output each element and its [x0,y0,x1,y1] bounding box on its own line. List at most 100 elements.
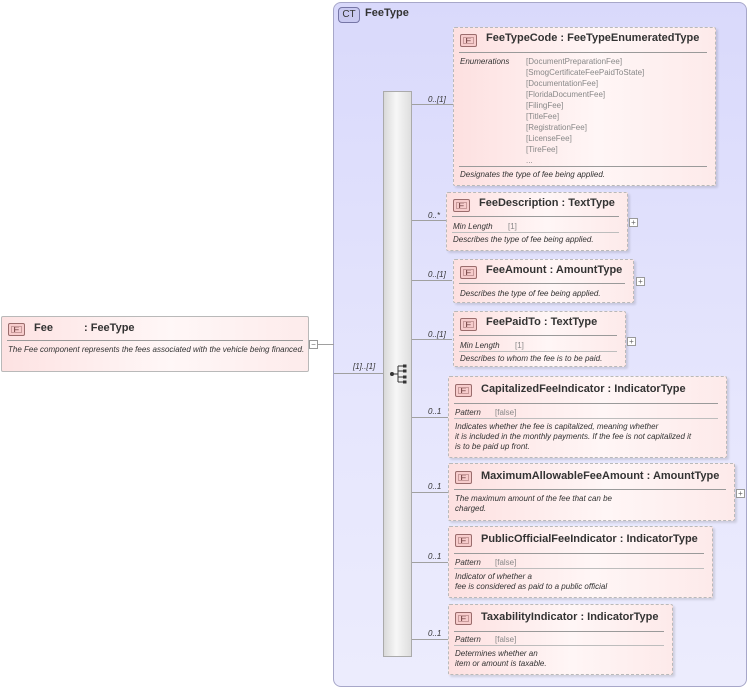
enumeration-value: [FilingFee] [526,101,564,110]
separator [454,631,664,632]
facet-value: [false] [495,408,517,417]
facet-label: Pattern [455,635,481,644]
separator [459,351,617,352]
element-name: PublicOfficialFeeIndicator : IndicatorTy… [481,533,698,545]
enumeration-value: [DocumentationFee] [526,79,599,88]
element-name: MaximumAllowableFeeAmount : AmountType [481,470,720,482]
element-badge: E [453,199,470,212]
expand-toggle[interactable]: + [629,218,638,227]
connector-line [412,492,448,493]
element-feedescription[interactable]: E FeeDescription : TextType Min Length [… [446,192,628,251]
connector-line [318,344,334,345]
enumeration-value: [SmogCertificateFeePaidToState] [526,68,645,77]
separator [452,216,619,217]
element-doc: Determines whether an item or amount is … [455,649,547,668]
cardinality: 0..[1] [428,270,446,279]
element-name: FeePaidTo : TextType [486,316,598,328]
element-name: CapitalizedFeeIndicator : IndicatorType [481,383,686,395]
collapse-toggle[interactable]: − [309,340,318,349]
element-publicofficialfeeindicator[interactable]: E PublicOfficialFeeIndicator : Indicator… [448,526,713,598]
facet-label: Pattern [455,408,481,417]
separator [459,335,617,336]
element-badge: E [455,471,472,484]
element-doc: Describes the type of fee being applied. [453,235,594,244]
sequence-icon [390,364,407,384]
element-doc: Describes the type of fee being applied. [460,289,601,298]
enumeration-value: [DocumentPreparationFee] [526,57,623,66]
expand-toggle[interactable]: + [636,277,645,286]
enumeration-value: [TitleFee] [526,112,560,121]
element-doc: The maximum amount of the fee that can b… [455,494,612,513]
facet-value: [false] [495,635,517,644]
element-badge: E [455,384,472,397]
connector-line [334,373,383,374]
complex-type-name: FeeType [365,7,409,19]
element-feeamount[interactable]: E FeeAmount : AmountType Describes the t… [453,259,634,303]
separator [7,340,303,341]
element-badge: E [460,34,477,47]
separator [452,232,619,233]
separator [459,283,625,284]
cardinality: 0..1 [428,482,442,491]
root-element-type: : FeeType [84,322,135,334]
expand-toggle[interactable]: + [627,337,636,346]
separator [459,166,707,167]
root-element-doc: The Fee component represents the fees as… [8,345,305,354]
cardinality: 0..1 [428,552,442,561]
separator [454,489,726,490]
cardinality: 0..1 [428,629,442,638]
connector-line [412,639,448,640]
separator [454,568,704,569]
enumeration-value: ... [526,156,533,165]
root-element-name: Fee [34,322,53,334]
element-doc: Indicates whether the fee is capitalized… [455,422,692,451]
element-maximumallowablefeeamount[interactable]: E MaximumAllowableFeeAmount : AmountType… [448,463,735,521]
element-badge: E [460,266,477,279]
facet-label: Enumerations [460,57,510,66]
cardinality: 0..* [428,211,441,220]
enumeration-list: [DocumentPreparationFee] [SmogCertificat… [526,56,644,166]
separator [454,418,718,419]
cardinality: 0..1 [428,407,442,416]
element-badge: E [8,323,25,336]
element-doc: Describes to whom the fee is to be paid. [460,354,603,363]
enumeration-value: [TireFee] [526,145,558,154]
element-name: FeeAmount : AmountType [486,264,623,276]
facet-label: Min Length [460,341,500,350]
element-feepaidto[interactable]: E FeePaidTo : TextType Min Length [1] De… [453,311,626,367]
root-element-fee[interactable]: E Fee : FeeType The Fee component repres… [1,316,309,372]
connector-line [412,417,448,418]
enumeration-value: [RegistrationFee] [526,123,587,132]
complex-type-badge: CT [338,7,360,23]
facet-value: [1] [508,222,517,231]
connector-line [412,339,452,340]
sequence-cardinality: [1]..[1] [353,362,376,371]
element-badge: E [460,318,477,331]
separator [454,553,704,554]
expand-toggle[interactable]: + [736,489,745,498]
cardinality: 0..[1] [428,330,446,339]
separator [454,645,664,646]
element-doc: Designates the type of fee being applied… [460,170,605,179]
element-feetypecode[interactable]: E FeeTypeCode : FeeTypeEnumeratedType En… [453,27,716,186]
enumeration-value: [LicenseFee] [526,134,572,143]
separator [459,52,707,53]
separator [454,403,718,404]
element-taxabilityindicator[interactable]: E TaxabilityIndicator : IndicatorType Pa… [448,604,673,675]
element-name: FeeDescription : TextType [479,197,615,209]
connector-line [412,104,453,105]
element-name: TaxabilityIndicator : IndicatorType [481,611,659,623]
facet-value: [1] [515,341,524,350]
element-name: FeeTypeCode : FeeTypeEnumeratedType [486,32,700,44]
enumeration-value: [FloridaDocumentFee] [526,90,606,99]
element-capitalizedfeeindicator[interactable]: E CapitalizedFeeIndicator : IndicatorTyp… [448,376,727,458]
element-badge: E [455,612,472,625]
facet-label: Min Length [453,222,493,231]
connector-line [412,220,446,221]
facet-value: [false] [495,558,517,567]
connector-line [412,280,452,281]
connector-line [412,562,448,563]
element-doc: Indicator of whether a fee is considered… [455,572,608,591]
element-badge: E [455,534,472,547]
facet-label: Pattern [455,558,481,567]
